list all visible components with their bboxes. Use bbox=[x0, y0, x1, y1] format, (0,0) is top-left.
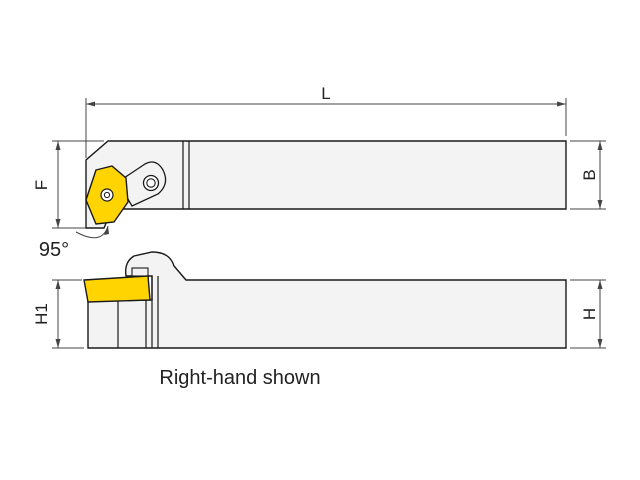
dim-label-offset: F bbox=[32, 180, 51, 190]
dim-label-tip-height: H1 bbox=[32, 303, 51, 325]
dimension-lines bbox=[52, 98, 606, 349]
top-view bbox=[85, 140, 567, 229]
insert-hole-inner bbox=[103, 191, 111, 199]
dim-label-width: B bbox=[580, 169, 599, 180]
insert-side bbox=[83, 275, 151, 303]
dim-label-length: L bbox=[321, 84, 330, 103]
dim-label-height: H bbox=[580, 308, 599, 320]
side-view bbox=[83, 251, 567, 349]
caption: Right-hand shown bbox=[159, 367, 320, 389]
side-view-shank bbox=[87, 251, 567, 349]
clamp-screw-inner bbox=[146, 178, 156, 188]
dim-label-angle: 95° bbox=[39, 239, 69, 261]
clamp-arm bbox=[117, 161, 167, 207]
